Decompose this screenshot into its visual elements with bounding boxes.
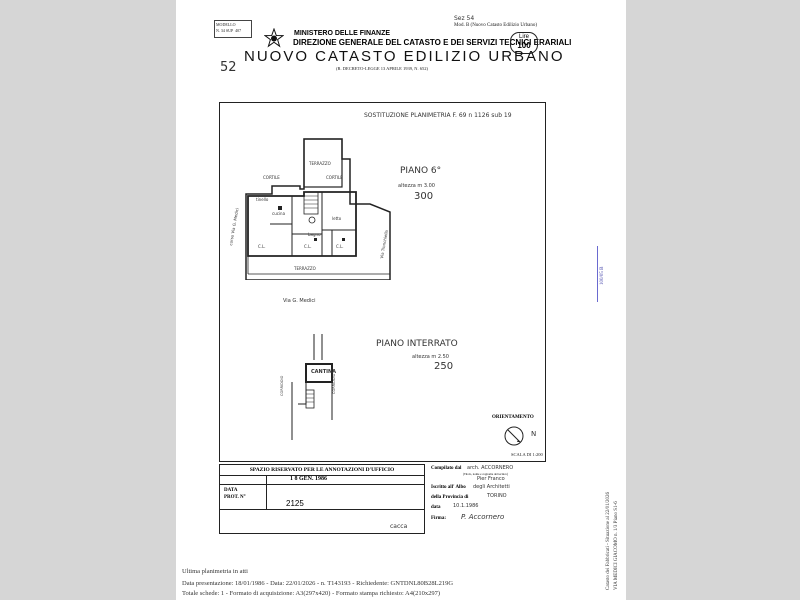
firma-label: Firma: xyxy=(431,516,446,521)
firma-value: P. Accornero xyxy=(461,513,505,521)
room-terrazzo-top: TERRAZZO xyxy=(309,161,331,166)
floor6-height-note: altezza m 3.00 xyxy=(398,183,435,189)
office-box: SPAZIO RISERVATO PER LE ANNOTAZIONI D'UF… xyxy=(219,464,425,534)
street-bottom: Via G. Medici xyxy=(283,298,316,304)
model-ref: Mod. B (Nuovo Catasto Edilizio Urbano) xyxy=(454,23,538,28)
basement-label: PIANO INTERRATO xyxy=(376,339,458,349)
room-bagno: bagno xyxy=(308,232,321,237)
footer-line-2: Data presentazione: 18/01/1986 - Data: 2… xyxy=(182,580,454,587)
replacement-note: SOSTITUZIONE PLANIMETRIA F. 69 n 1126 su… xyxy=(364,112,512,119)
room-tinello: tinello xyxy=(256,197,269,202)
corner-stamp: MODELLO N. 34 SUP 407 xyxy=(214,20,252,38)
room-cl-3: C.L. xyxy=(336,244,344,249)
room-corridoio-right: CORRIDOIO xyxy=(332,373,336,394)
compilato-label: Compilato dal xyxy=(431,466,462,471)
room-letto: letto xyxy=(332,216,342,221)
room-cantina: CANTINA xyxy=(311,369,337,375)
office-box-divider-2 xyxy=(220,509,424,510)
scale-label: SCALA DI 1:200 xyxy=(511,452,543,457)
compiler-block: Compilato dal arch. ACCORNERO (Titolo, n… xyxy=(431,464,544,532)
vertical-info-line-1: Catasto dei Fabbricati - Situazione al 2… xyxy=(606,491,611,590)
office-data-value: 1 8 GEN. 1986 xyxy=(290,476,328,482)
room-cl-1: C.L. xyxy=(258,244,266,249)
lire-badge: Lire 100 xyxy=(510,32,538,54)
office-prot-label: PROT. N° xyxy=(224,495,246,500)
basement-plan xyxy=(291,334,333,440)
direzione-label: DIREZIONE GENERALE DEL CATASTO E DEI SER… xyxy=(293,38,572,47)
room-cortile-left: CORTILE xyxy=(263,175,280,180)
plan-frame xyxy=(219,102,546,462)
lire-value: 100 xyxy=(517,41,531,50)
data-value: 10.1.1986 xyxy=(453,503,479,509)
data-label: data xyxy=(431,505,441,510)
main-title: NUOVO CATASTO EDILIZIO URBANO xyxy=(244,48,565,65)
office-box-title: SPAZIO RISERVATO PER LE ANNOTAZIONI D'UF… xyxy=(220,465,424,476)
basement-height: 250 xyxy=(434,361,454,372)
room-cl-2: C.L. xyxy=(304,244,312,249)
compiler-name: Pier Franco xyxy=(477,476,505,482)
iscritto-label: Iscritto all' Albo xyxy=(431,485,466,490)
footer-line-1: Ultima planimetria in atti xyxy=(182,568,248,575)
ministry-label: MINISTERO DELLE FINANZE xyxy=(294,30,391,37)
side-margin-line xyxy=(597,246,598,302)
document-page: MODELLO N. 34 SUP 407 MINISTERO DELLE FI… xyxy=(176,0,626,600)
provincia-label: della Provincia di xyxy=(431,495,469,500)
sheet-ref: Sez 54 xyxy=(454,15,475,22)
compilato-value: arch. ACCORNERO xyxy=(467,465,514,471)
office-data-label: DATA xyxy=(224,488,238,493)
side-margin-mark: 100/05 B xyxy=(600,266,605,285)
north-label: N xyxy=(531,430,537,438)
republic-emblem-icon xyxy=(264,28,284,48)
basement-height-note: altezza m 2.50 xyxy=(412,354,449,360)
floor6-plan xyxy=(245,138,391,280)
footer-line-3: Totale schede: 1 - Formato di acquisizio… xyxy=(182,590,441,597)
floor6-height: 300 xyxy=(414,191,434,202)
office-box-divider xyxy=(220,484,424,485)
sheet-number: 52 xyxy=(220,60,237,75)
orientation-label: ORIENTAMENTO xyxy=(492,415,534,420)
provincia-value: TORINO xyxy=(487,493,507,499)
office-box-col xyxy=(220,475,267,509)
room-cucina: cucina xyxy=(272,211,286,216)
room-terrazzo-bottom: TERRAZZO xyxy=(294,266,316,271)
iscritto-value: degli Architetti xyxy=(473,484,510,490)
vertical-info-line-2: VIA MEDICI GIACOMO n. 1/3 Piano S1-6 xyxy=(614,501,619,590)
room-corridoio-left: CORRIDOIO xyxy=(280,375,284,396)
office-signature-mark: cacca xyxy=(390,523,408,530)
compilato-sub-note: (Titolo, nome e cognome del tecnico) xyxy=(463,472,509,476)
decree-line: (R. DECRETO-LEGGE 13 APRILE 1939, N. 652… xyxy=(336,66,429,71)
room-cortile-right: CORTILE xyxy=(326,175,343,180)
floor6-label: PIANO 6° xyxy=(400,166,442,176)
office-prot-value: 2125 xyxy=(286,499,304,508)
north-arrow-icon xyxy=(504,426,524,446)
lire-label: Lire xyxy=(518,34,529,40)
